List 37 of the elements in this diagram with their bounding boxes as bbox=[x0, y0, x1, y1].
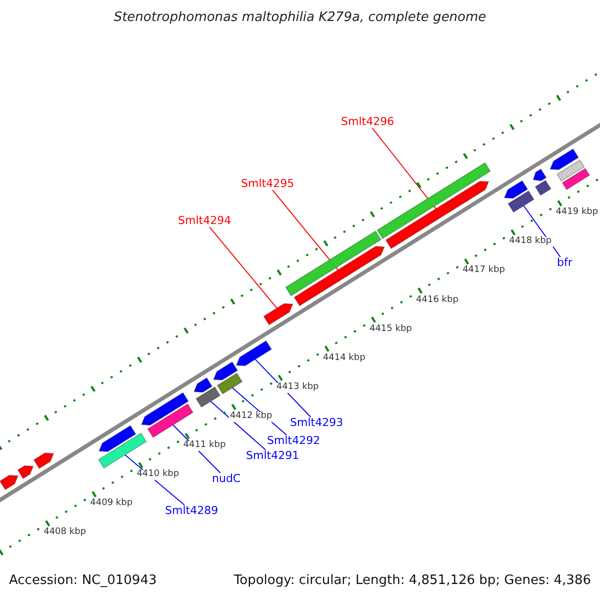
leader-line bbox=[209, 226, 278, 309]
scale-label: 4419 kbp bbox=[554, 208, 600, 218]
gene-label: Smlt4295 bbox=[241, 178, 294, 190]
scale-label: 4417 kbp bbox=[462, 266, 506, 276]
gene-label: Smlt4289 bbox=[165, 505, 218, 518]
gene-label: bfr bbox=[557, 257, 572, 270]
gene-feature bbox=[385, 180, 490, 250]
scale-label: 4411 kbp bbox=[182, 441, 227, 451]
scale-label: 4415 kbp bbox=[368, 324, 413, 335]
gene-label: nudC bbox=[212, 473, 241, 486]
gene-label: Smlt4296 bbox=[341, 116, 394, 128]
gene-feature bbox=[263, 303, 294, 326]
gene-feature bbox=[147, 403, 194, 438]
leader-line bbox=[210, 400, 266, 450]
leader-line bbox=[272, 190, 338, 270]
accession-text: Accession: NC_010943 bbox=[9, 574, 157, 588]
scale-label: 4408 kbp bbox=[42, 528, 87, 538]
title: Stenotrophomonas maltophilia K279a, complete genome bbox=[112, 11, 488, 26]
summary-text: Topology: circular; Length: 4,851,126 bp; Genes: 4,386 bbox=[234, 574, 591, 588]
gene-label: Smlt4291 bbox=[246, 450, 300, 462]
gene-feature bbox=[98, 432, 147, 469]
scale-label: 4412 kbp bbox=[228, 412, 274, 422]
gene-feature bbox=[236, 340, 272, 366]
gene-feature bbox=[294, 246, 385, 306]
scale-label: 4409 kbp bbox=[89, 499, 134, 510]
gene-feature bbox=[508, 190, 535, 213]
gene-label: Smlt4292 bbox=[267, 435, 320, 448]
scale-label: 4414 kbp bbox=[322, 354, 366, 364]
leader-line bbox=[372, 128, 436, 210]
gene-label: Smlt4293 bbox=[290, 417, 344, 430]
scale-label: 4410 kbp bbox=[136, 470, 180, 480]
scale-label: 4418 kbp bbox=[508, 237, 553, 248]
gene-feature bbox=[216, 372, 243, 395]
scale-label: 4413 kbp bbox=[275, 382, 320, 393]
gene-feature bbox=[195, 386, 221, 408]
scale-label: 4416 kbp bbox=[415, 296, 460, 306]
gene-label: Smlt4294 bbox=[178, 215, 232, 228]
